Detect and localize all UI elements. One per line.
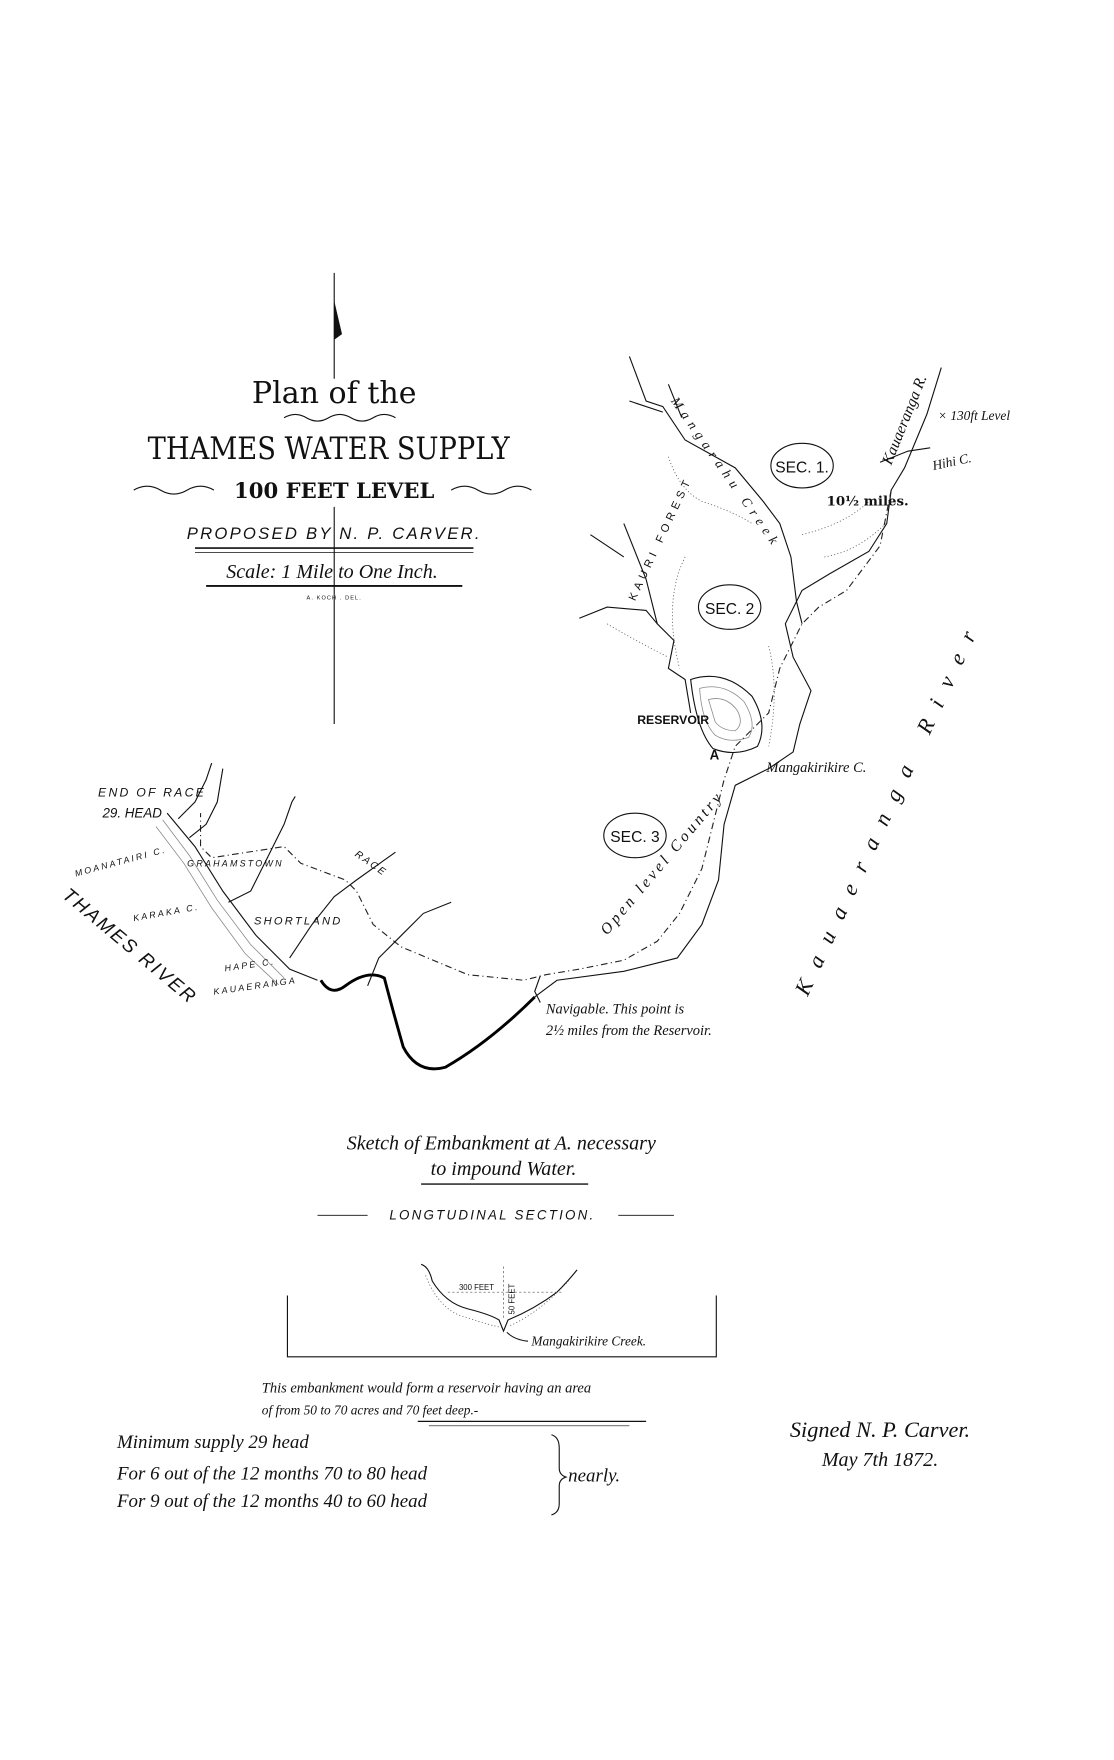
section-1-circle xyxy=(770,442,834,489)
creek-profile xyxy=(420,1263,578,1333)
label-kauaeranga: KAUAERANGA xyxy=(213,975,298,997)
draftsman: A. KOCH . DEL. xyxy=(307,595,362,601)
embankment-title-1: Sketch of Embankment at A. necessary xyxy=(347,1133,656,1155)
label-shortland: SHORTLAND xyxy=(254,916,342,928)
label-reservoir: RESERVOIR xyxy=(637,713,709,727)
label-thames-river: THAMES RIVER xyxy=(58,884,201,1009)
label-sec-3: SEC. 3 xyxy=(610,829,659,846)
section-3-circle xyxy=(603,812,667,859)
label-miles: 10½ miles. xyxy=(827,494,909,510)
kauaeranga-river-lower xyxy=(319,973,536,1071)
label-kauri-forest: KAURI FOREST xyxy=(627,475,695,603)
supply-line-1: Minimum supply 29 head xyxy=(116,1432,309,1453)
scale-note: Scale: 1 Mile to One Inch. xyxy=(226,561,438,583)
label-navigable-2: 2½ miles from the Reservoir. xyxy=(546,1023,712,1039)
label-kauaeranga-river: Kauaeranga River xyxy=(789,613,987,1000)
label-sec-2: SEC. 2 xyxy=(705,601,754,618)
reservoir-outline xyxy=(690,675,763,754)
kauaeranga-river xyxy=(534,367,942,998)
width-label: 300 FEET xyxy=(459,1283,494,1292)
water-race xyxy=(199,490,892,981)
embankment-note-2: of from 50 to 70 acres and 70 feet deep.… xyxy=(262,1403,478,1418)
north-arrow-icon xyxy=(333,272,343,725)
label-open-level-country: Open level Country xyxy=(597,788,727,938)
map-labels: SEC. 1. SEC. 2 SEC. 3 RESERVOIR A Mangak… xyxy=(58,372,1010,1038)
signature-line-1: Signed N. P. Carver. xyxy=(790,1417,970,1442)
label-moanatairi: MOANATAIRI C. xyxy=(74,844,168,878)
map-linework xyxy=(155,356,942,1071)
section-2-circle xyxy=(697,584,762,630)
supply-line-3: For 9 out of the 12 months 40 to 60 head xyxy=(116,1491,428,1512)
brace-icon xyxy=(551,1434,568,1516)
title-block: Plan of the THAMES WATER SUPPLY 100 FEET… xyxy=(133,376,532,601)
label-hape: HAPE C. xyxy=(224,956,276,973)
label-point-a: A xyxy=(710,748,720,763)
signature-date: May 7th 1872. xyxy=(821,1449,938,1471)
title-line-1: Plan of the xyxy=(252,376,417,411)
embankment-note-1: This embankment would form a reservoir h… xyxy=(262,1380,591,1396)
title-line-3: 100 FEET LEVEL xyxy=(234,478,434,503)
label-navigable-1: Navigable. This point is xyxy=(545,1002,685,1018)
embankment-title-2: to impound Water. xyxy=(431,1158,577,1180)
label-kauaeranga-r: Kauaeranga R. xyxy=(879,372,931,468)
signature-block: Signed N. P. Carver. May 7th 1872. xyxy=(790,1417,970,1471)
title-line-2: THAMES WATER SUPPLY xyxy=(148,431,510,467)
label-grahamstown: GRAHAMSTOWN xyxy=(187,859,284,869)
proposed-by: PROPOSED BY N. P. CARVER. xyxy=(187,524,482,543)
label-race: RACE xyxy=(353,849,389,879)
label-karaka: KARAKA C. xyxy=(132,902,200,924)
label-29-head: 29. HEAD xyxy=(102,806,163,821)
label-sec-1: SEC. 1. xyxy=(775,459,829,476)
creek-label: Mangakirikire Creek. xyxy=(530,1334,646,1349)
supply-nearly: nearly. xyxy=(568,1466,620,1487)
depth-label: 50 FEET xyxy=(508,1283,517,1314)
label-130ft-level: × 130ft Level xyxy=(938,408,1010,423)
ornament-flourish-icon xyxy=(283,413,396,422)
supply-notes: Minimum supply 29 head For 6 out of the … xyxy=(116,1432,620,1516)
label-hihi-creek: Hihi C. xyxy=(930,450,973,473)
label-mangarahu-creek: Mangarahu Creek xyxy=(668,393,785,551)
supply-line-2: For 6 out of the 12 months 70 to 80 head xyxy=(116,1463,428,1484)
longitudinal-section-label: LONGTUDINAL SECTION. xyxy=(389,1208,595,1223)
ornament-flourish-icon xyxy=(133,485,532,495)
label-end-of-race: END OF RACE xyxy=(98,785,206,799)
label-mangakirikire: Mangakirikire C. xyxy=(765,760,866,776)
embankment-sketch: Sketch of Embankment at A. necessary to … xyxy=(262,1133,717,1427)
